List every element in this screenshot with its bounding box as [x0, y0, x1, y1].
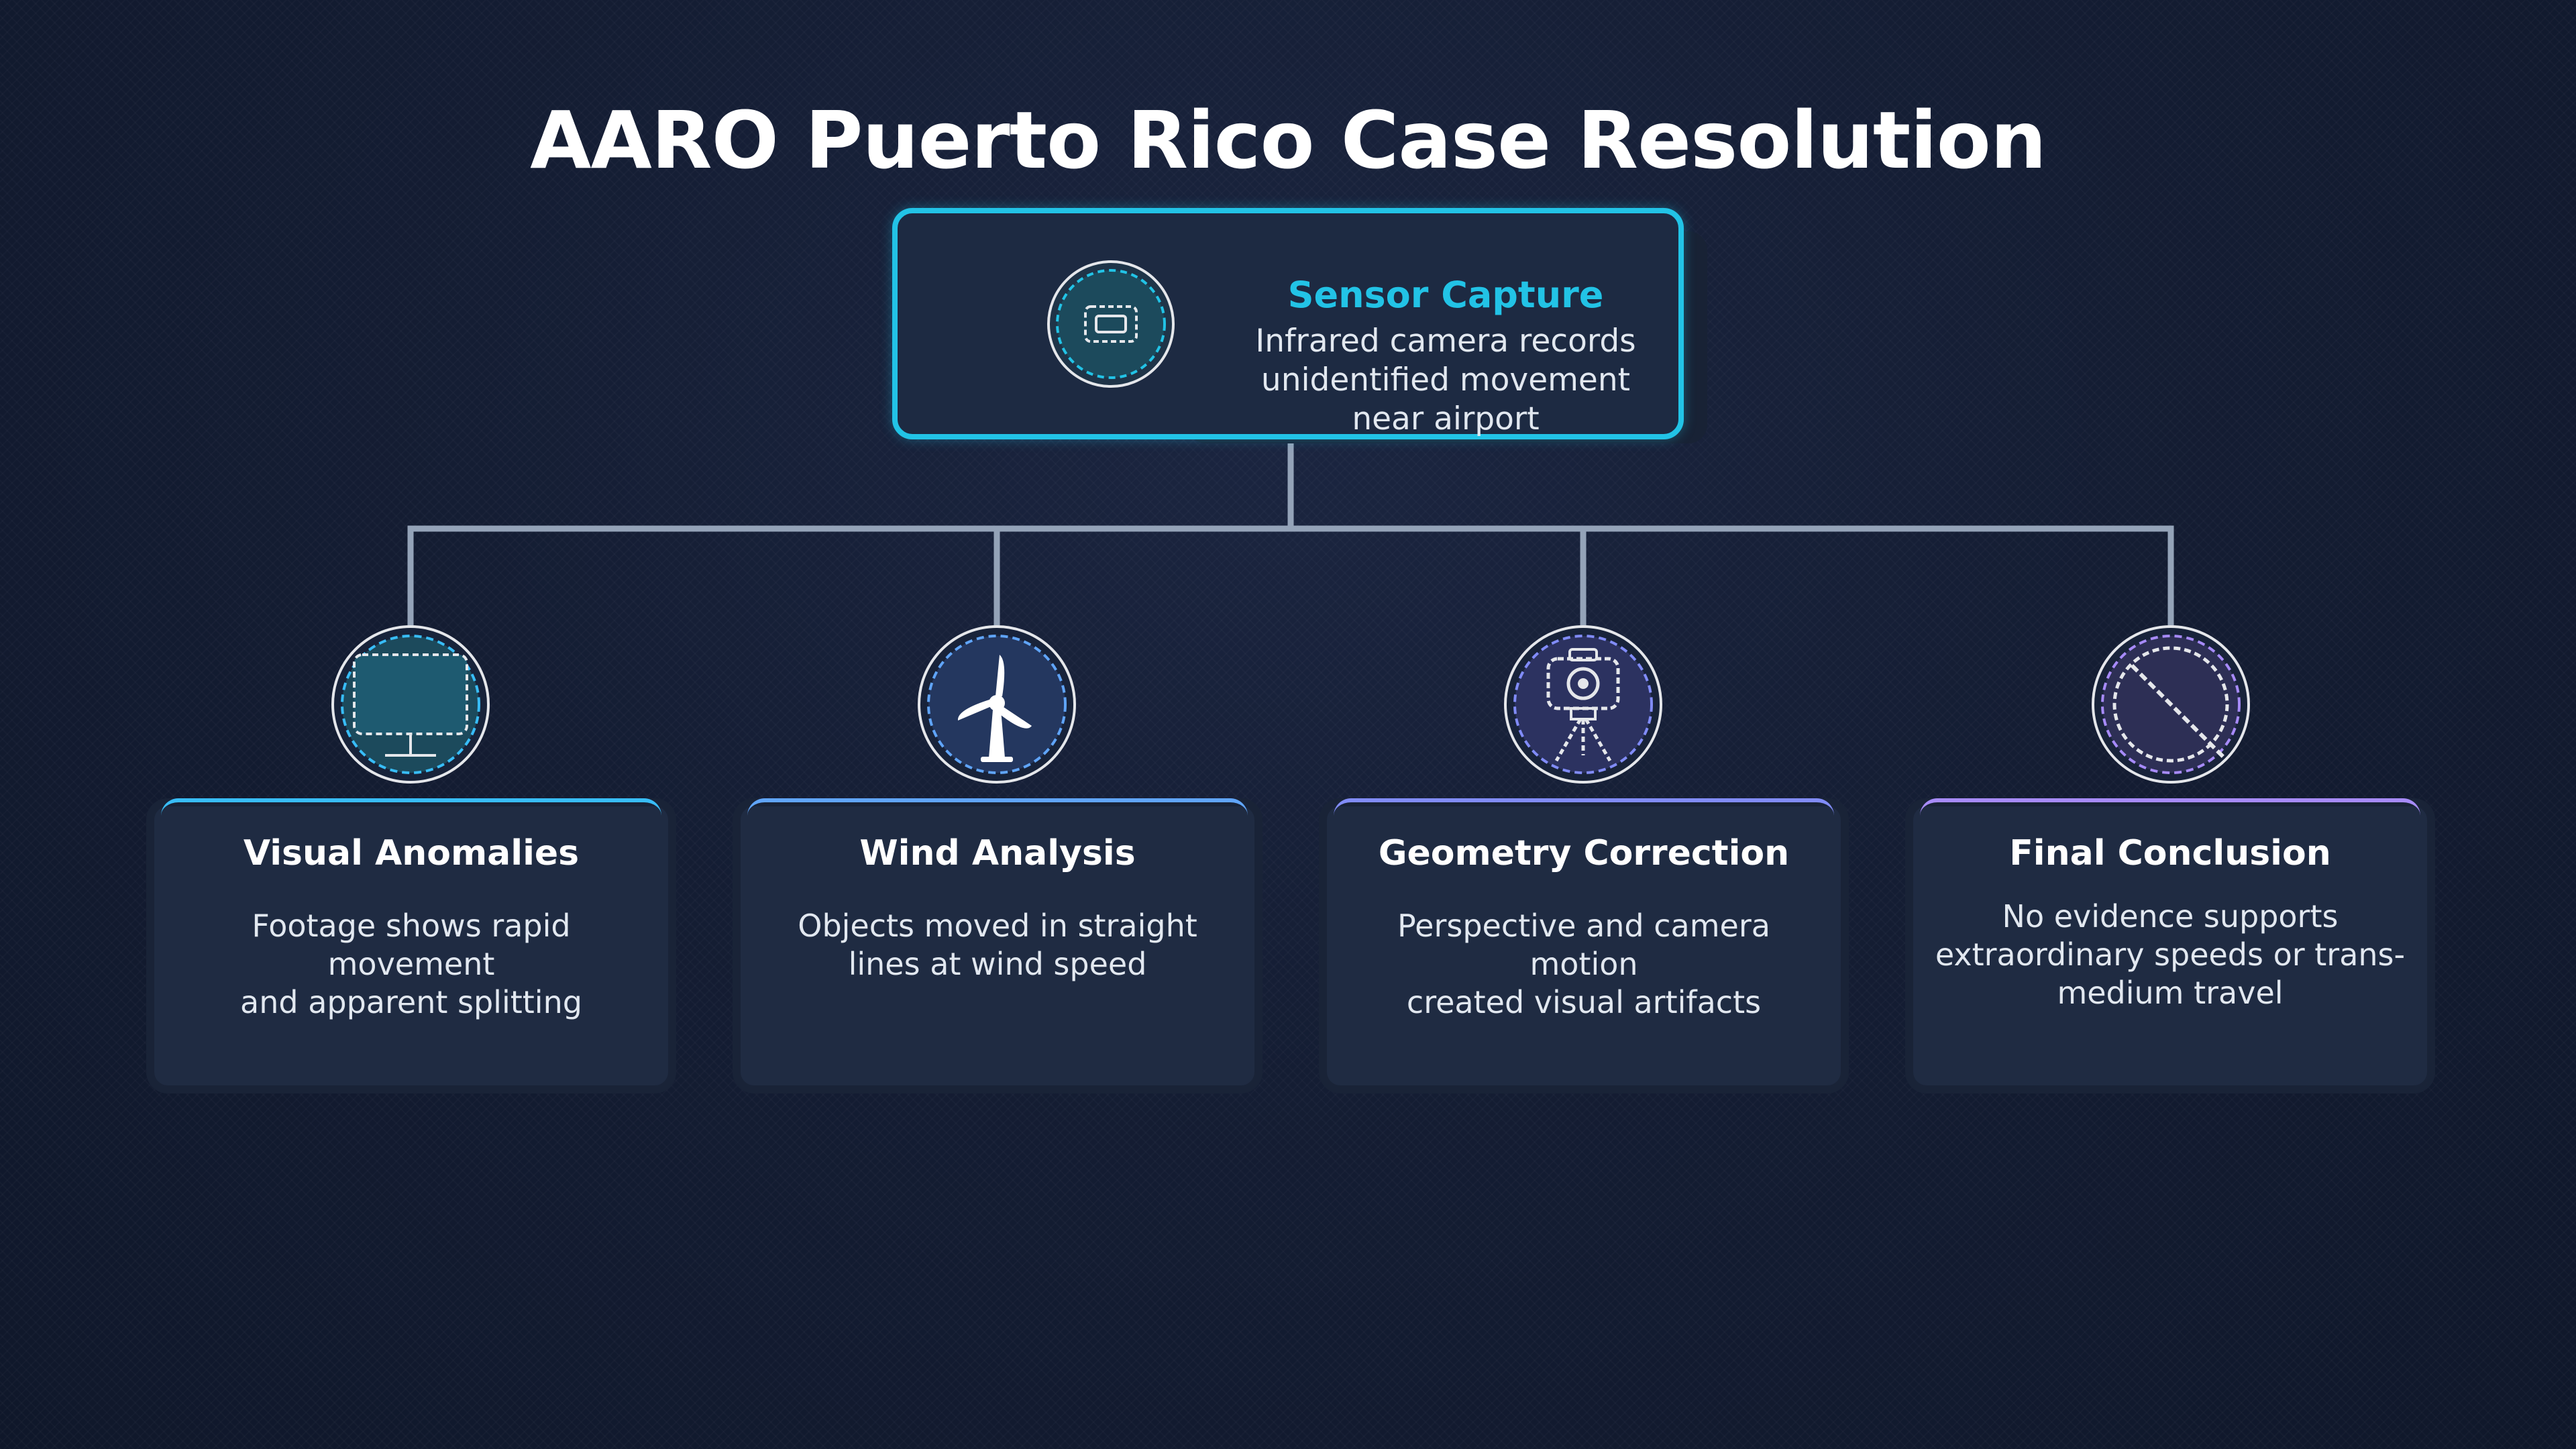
root-desc-line: unidentified movement — [1260, 362, 1631, 398]
card-wind-analysis: Wind Analysis Objects moved in straight … — [733, 798, 1263, 1093]
root-node-text: Sensor Capture Infrared camera records u… — [1241, 268, 1650, 439]
root-node-description: Infrared camera records unidentified mov… — [1241, 322, 1650, 439]
card-description: No evidence supports extraordinary speed… — [1927, 898, 2414, 1012]
card-desc-line: created visual artifacts — [1406, 984, 1762, 1020]
card-accent — [1334, 798, 1834, 818]
card-desc-line: Footage shows rapid movement — [252, 908, 571, 982]
root-desc-line: Infrared camera records — [1255, 323, 1636, 360]
card-description: Footage shows rapid movement and apparen… — [168, 907, 655, 1022]
root-node-card — [892, 208, 1684, 439]
camera-tripod-icon — [1504, 625, 1662, 784]
card-title: Geometry Correction — [1378, 833, 1790, 873]
card-description: Perspective and camera motion created vi… — [1340, 907, 1827, 1022]
screen-icon — [1047, 260, 1175, 388]
card-desc-line: No evidence supports — [2002, 898, 2339, 934]
card-desc-line: extraordinary speeds or trans- — [1935, 936, 2406, 973]
card-desc-line: Objects moved in straight — [798, 908, 1197, 944]
card-desc-line: medium travel — [2057, 975, 2284, 1011]
card-final-conclusion: Final Conclusion No evidence supports ex… — [1905, 798, 2435, 1093]
card-title: Visual Anomalies — [243, 833, 580, 873]
card-accent — [747, 798, 1248, 818]
card-title: Final Conclusion — [2009, 833, 2331, 873]
wind-turbine-icon — [918, 625, 1076, 784]
card-desc-line: and apparent splitting — [240, 984, 582, 1020]
card-accent — [161, 798, 661, 818]
root-desc-line: near airport — [1352, 400, 1540, 437]
monitor-icon — [331, 625, 490, 784]
card-geometry-correction: Geometry Correction Perspective and came… — [1319, 798, 1849, 1093]
page-title: AARO Puerto Rico Case Resolution — [530, 94, 2047, 186]
root-node-title: Sensor Capture — [1287, 274, 1604, 316]
card-description: Objects moved in straight lines at wind … — [754, 907, 1241, 983]
card-desc-line: lines at wind speed — [848, 946, 1147, 982]
card-visual-anomalies: Visual Anomalies Footage shows rapid mov… — [146, 798, 676, 1093]
card-desc-line: Perspective and camera motion — [1397, 908, 1770, 982]
prohibited-icon — [2092, 625, 2250, 784]
card-title: Wind Analysis — [859, 833, 1136, 873]
card-accent — [1920, 798, 2420, 818]
